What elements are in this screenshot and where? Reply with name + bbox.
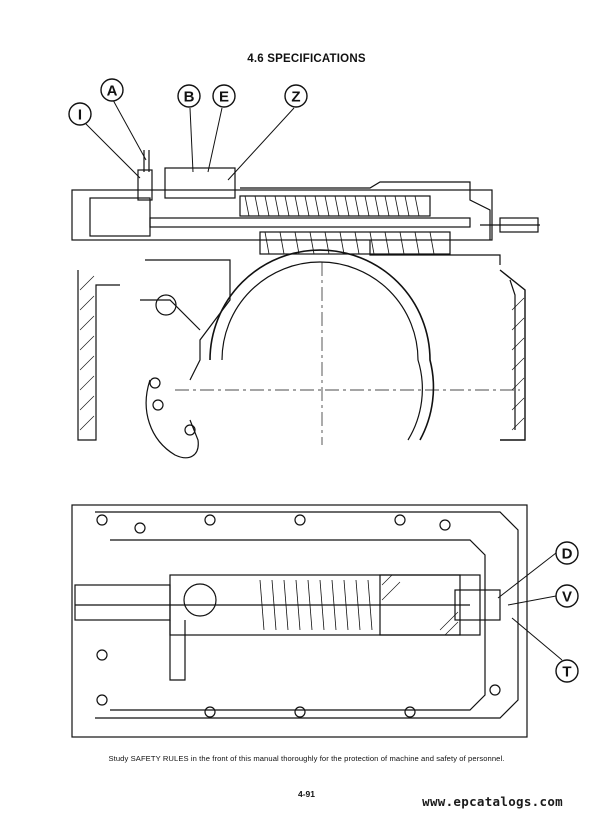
callout-label-v: V bbox=[562, 589, 572, 606]
callout-label-d: D bbox=[562, 546, 573, 563]
page-title: 4.6 SPECIFICATIONS bbox=[247, 53, 366, 65]
watermark-link[interactable]: www.epcatalogs.com bbox=[422, 794, 563, 809]
callout-label-t: T bbox=[562, 664, 571, 681]
callout-label-e: E bbox=[219, 89, 229, 106]
callout-label-b: B bbox=[184, 89, 195, 106]
callout-label-i: I bbox=[78, 107, 82, 124]
callout-label-a: A bbox=[107, 83, 118, 100]
callout-label-z: Z bbox=[291, 89, 300, 106]
page-number: 4-91 bbox=[297, 789, 315, 799]
safety-note: Study SAFETY RULES in the front of this … bbox=[108, 754, 505, 763]
